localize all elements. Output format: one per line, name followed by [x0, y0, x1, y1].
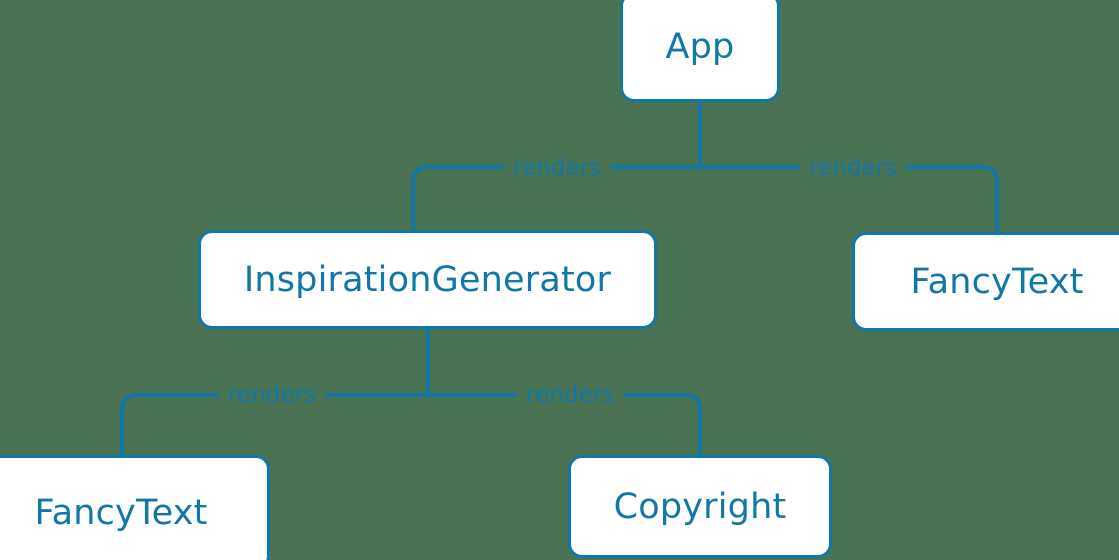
edge-inspiration-to-fancytext-left [120, 393, 428, 455]
edge-label-inspiration-to-copyright: renders [517, 382, 623, 408]
edge-inspiration-to-copyright [428, 393, 702, 455]
edge-label-app-to-fancytext-right: renders [800, 155, 906, 181]
edge-label-app-to-inspiration: renders [504, 155, 610, 181]
node-label: FancyText [910, 261, 1084, 302]
node-label: Copyright [613, 486, 787, 527]
edge-app-to-inspiration [411, 165, 700, 230]
node-label: FancyText [34, 492, 208, 533]
node-copyright[interactable]: Copyright [568, 455, 832, 558]
node-label: App [665, 27, 735, 67]
node-inspiration-generator[interactable]: InspirationGenerator [198, 230, 657, 329]
node-fancytext-right[interactable]: FancyText [852, 232, 1119, 331]
node-fancytext-left[interactable]: FancyText [0, 455, 270, 560]
edge-label-inspiration-to-fancytext-left: renders [219, 382, 325, 408]
edge-app-to-fancytext-right [700, 165, 999, 232]
node-app[interactable]: App [620, 0, 780, 102]
node-label: InspirationGenerator [243, 259, 612, 300]
